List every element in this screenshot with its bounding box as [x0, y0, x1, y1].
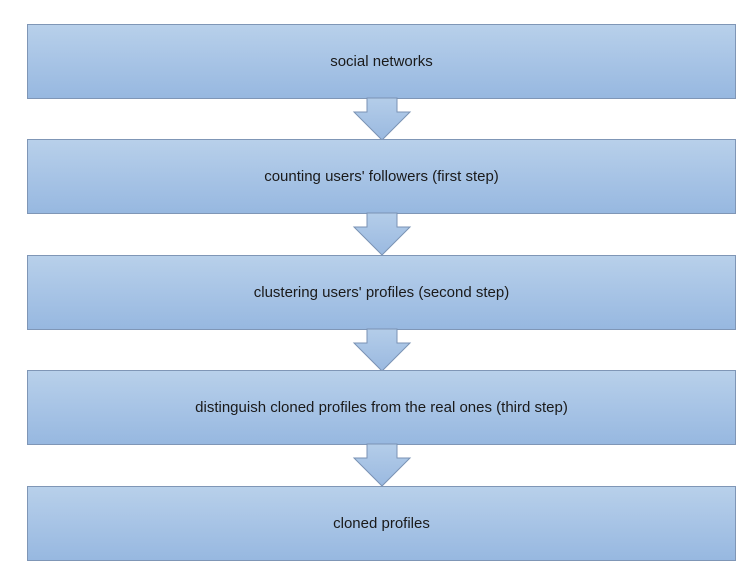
down-arrow-icon: [352, 212, 412, 256]
down-arrow-icon: [352, 443, 412, 487]
down-arrow-icon: [352, 328, 412, 372]
down-arrow-icon: [352, 97, 412, 141]
step-label: counting users' followers (first step): [264, 168, 499, 185]
step-box-cloned-profiles: cloned profiles: [27, 486, 736, 561]
step-label: social networks: [330, 53, 433, 70]
step-label: cloned profiles: [333, 515, 430, 532]
step-label: distinguish cloned profiles from the rea…: [195, 399, 568, 416]
step-box-counting-followers: counting users' followers (first step): [27, 139, 736, 214]
step-label: clustering users' profiles (second step): [253, 284, 510, 301]
step-box-clustering-profiles: clustering users' profiles (second step): [27, 255, 736, 330]
step-box-distinguish-cloned: distinguish cloned profiles from the rea…: [27, 370, 736, 445]
step-box-social-networks: social networks: [27, 24, 736, 99]
